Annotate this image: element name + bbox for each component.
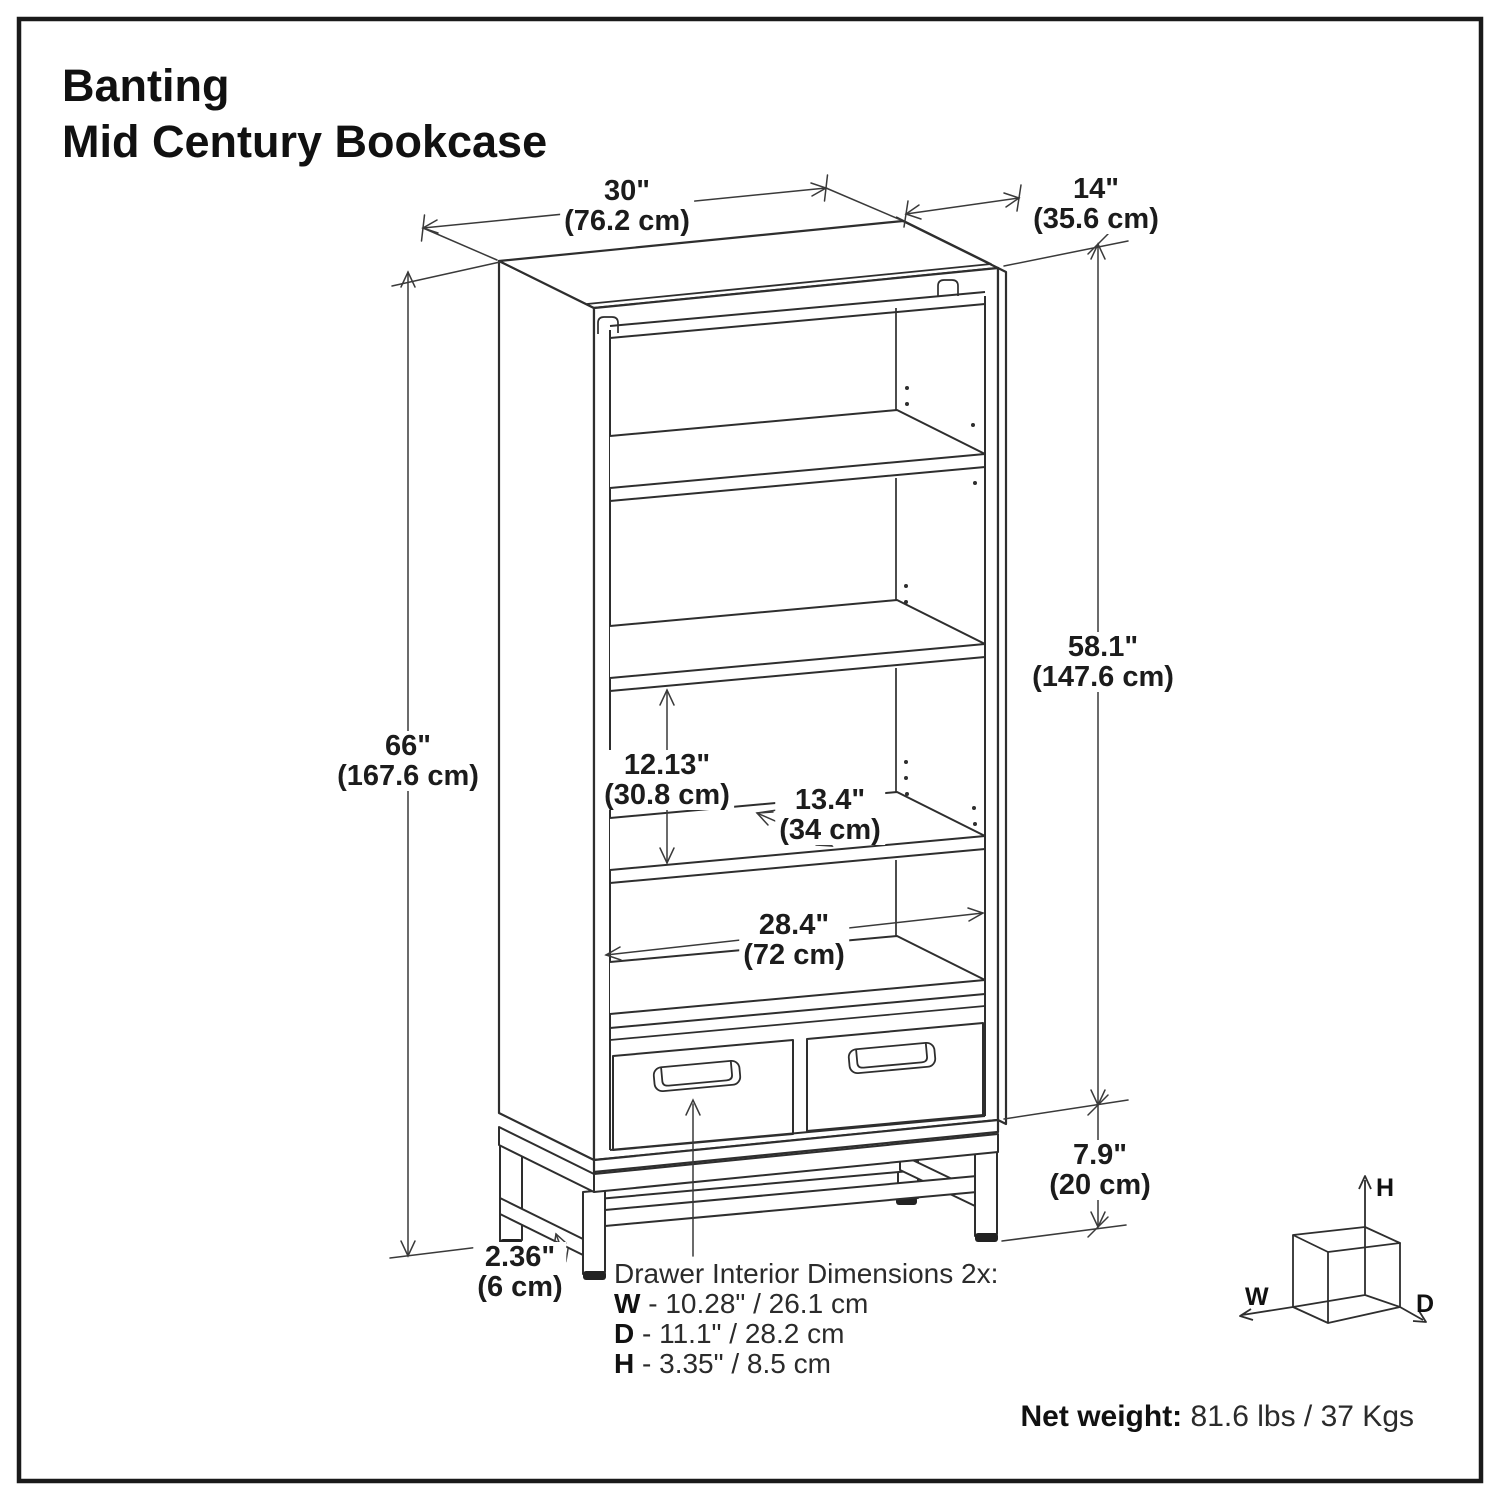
- dimension-label-interior-height: 58.1" (147.6 cm): [1028, 632, 1178, 692]
- drawer: [806, 1022, 984, 1132]
- dimension-label-depth: 14" (35.6 cm): [1029, 174, 1163, 234]
- net-weight-label: Net weight:: [1020, 1400, 1183, 1433]
- orientation-cube-icon: [1239, 1175, 1427, 1324]
- axis-label-w: W: [1245, 1283, 1269, 1311]
- drawer-handle: [847, 1041, 937, 1075]
- drawer-leader-arrow: [685, 1098, 701, 1257]
- drawer-interior-note: Drawer Interior Dimensions 2x: W - 10.28…: [614, 1259, 998, 1379]
- drawer-handle: [652, 1059, 742, 1093]
- axis-label-d: D: [1416, 1290, 1435, 1318]
- drawers: [609, 1005, 986, 1151]
- net-weight: Net weight: 81.6 lbs / 37 Kgs: [1021, 1400, 1414, 1434]
- dim-depth: [903, 184, 1022, 228]
- axis-label-h: H: [1376, 1174, 1395, 1202]
- left-side-panel: [497, 259, 596, 1162]
- right-edge: [996, 266, 1008, 1126]
- dimension-label-leg: 2.36" (6 cm): [473, 1242, 567, 1302]
- dimension-label-base-height: 7.9" (20 cm): [1045, 1140, 1155, 1200]
- drawer: [612, 1039, 794, 1151]
- shelves: [609, 409, 986, 1029]
- dimension-label-interior-width: 28.4" (72 cm): [739, 910, 849, 970]
- dimension-label-shelf-spacing: 12.13" (30.8 cm): [600, 750, 734, 810]
- drawer-note-row: H - 3.35" / 8.5 cm: [614, 1348, 831, 1379]
- page-title: Banting Mid Century Bookcase: [62, 58, 547, 170]
- page-border: [16, 16, 1484, 1484]
- drawer-note-row: D - 11.1" / 28.2 cm: [614, 1318, 845, 1349]
- bottom-board: [609, 935, 986, 1029]
- dimension-label-width: 30" (76.2 cm): [560, 176, 694, 236]
- drawer-note-row: W - 10.28" / 26.1 cm: [614, 1288, 869, 1319]
- dim-width: [420, 174, 902, 261]
- net-weight-value: 81.6 lbs / 37 Kgs: [1182, 1400, 1414, 1433]
- shelf: [609, 409, 986, 502]
- dimension-label-height: 66" (167.6 cm): [333, 731, 483, 791]
- page-title-line2: Mid Century Bookcase: [62, 116, 548, 167]
- dimension-label-shelf-depth: 13.4" (34 cm): [775, 785, 885, 845]
- base-frame: [498, 1126, 999, 1280]
- page-title-line1: Banting: [62, 60, 230, 111]
- drawer-note-title: Drawer Interior Dimensions 2x:: [614, 1258, 999, 1289]
- shelf: [609, 599, 986, 692]
- bottom-band: [592, 1118, 1000, 1174]
